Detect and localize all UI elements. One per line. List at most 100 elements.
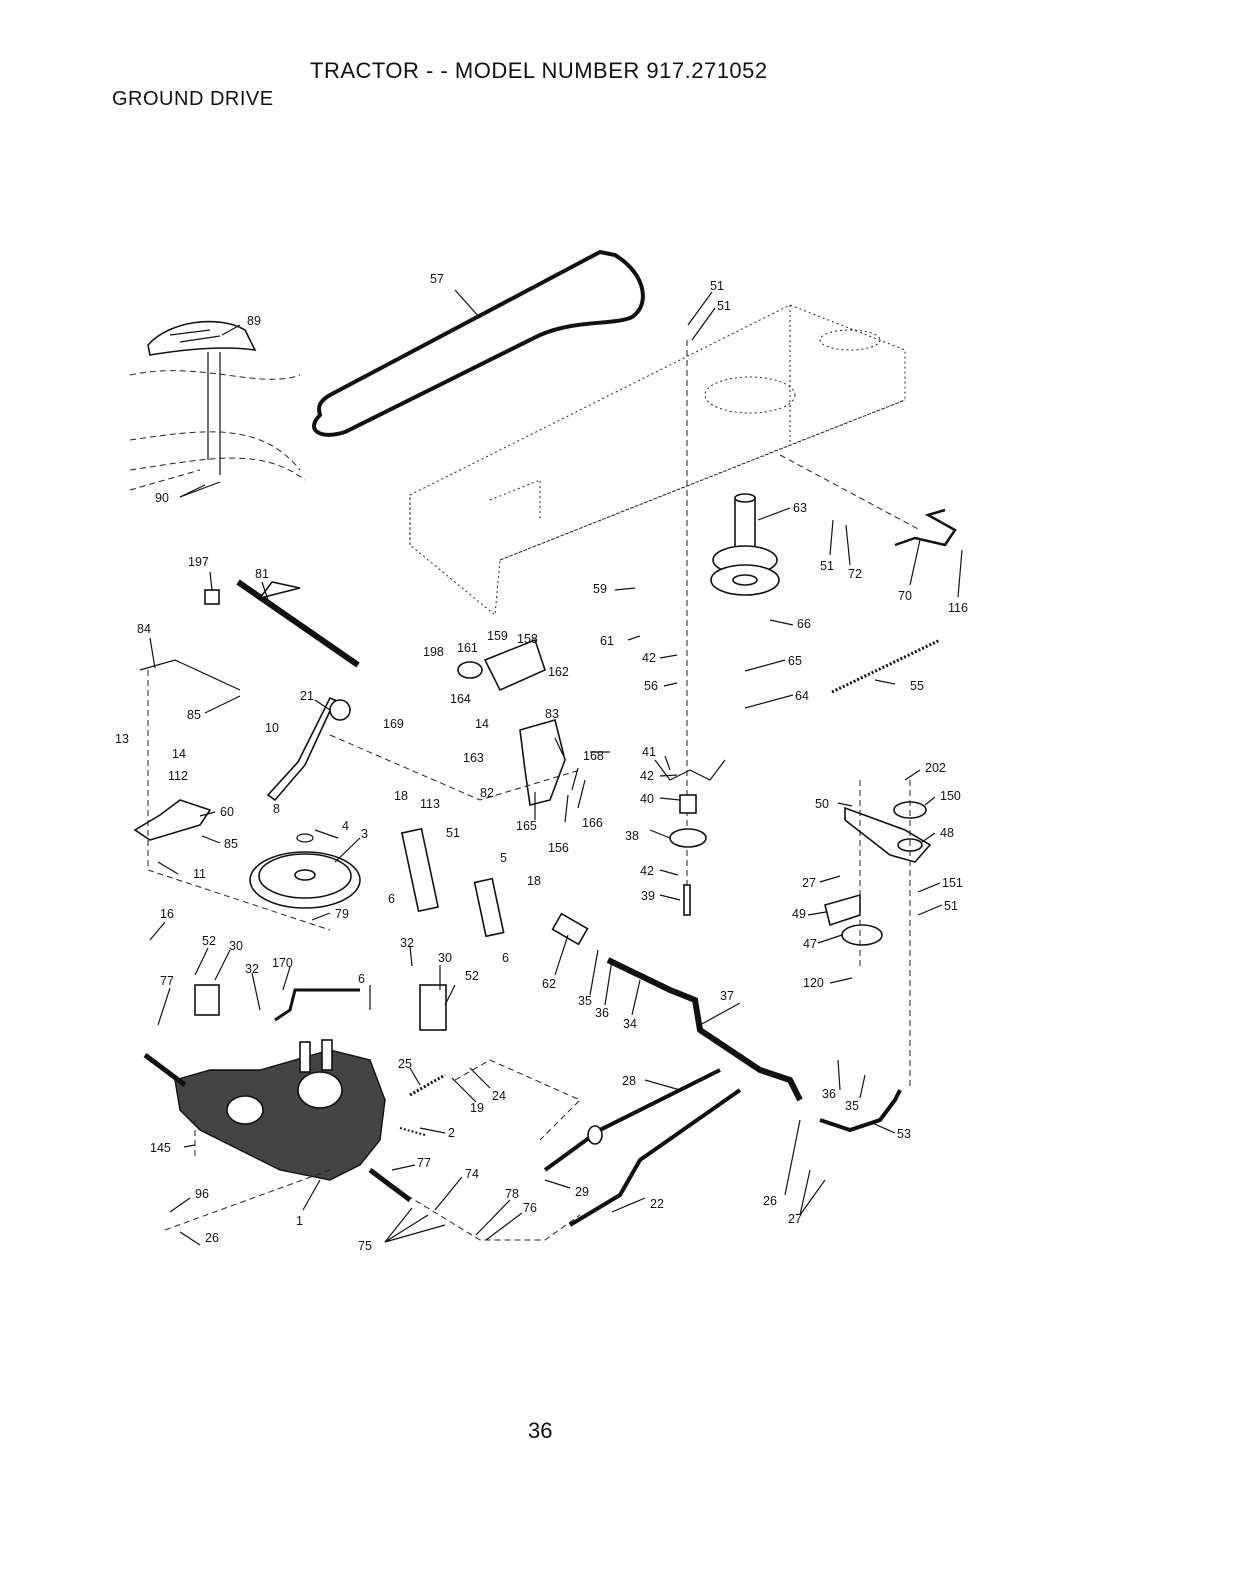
callout-22: 22 (650, 1197, 664, 1211)
callout-197: 197 (188, 555, 209, 569)
callout-113: 113 (420, 797, 440, 811)
callout-1: 1 (296, 1214, 303, 1228)
callout-50: 50 (815, 797, 829, 811)
page-number: 36 (528, 1418, 553, 1443)
callout-53: 53 (897, 1127, 911, 1141)
callout-70: 70 (898, 589, 912, 603)
fender-outline (129, 320, 306, 491)
callout-39: 39 (641, 889, 655, 903)
callout-159: 159 (487, 629, 508, 643)
callout-164: 164 (450, 692, 471, 706)
callout-47: 47 (803, 937, 817, 951)
callout-168: 168 (583, 749, 604, 763)
callout-96: 96 (195, 1187, 209, 1201)
callout-62: 62 (542, 977, 556, 991)
callout-52: 52 (202, 934, 216, 948)
callout-6: 6 (358, 972, 365, 986)
callout-38: 38 (625, 829, 639, 843)
callout-79: 79 (335, 907, 349, 921)
callout-48: 48 (940, 826, 954, 840)
section-title: GROUND DRIVE (112, 88, 274, 110)
callout-35: 35 (845, 1099, 859, 1113)
callout-65: 65 (788, 654, 802, 668)
callout-64: 64 (795, 689, 809, 703)
tractor-frame (409, 304, 906, 616)
pulley-column-parts (654, 759, 726, 916)
callout-6: 6 (388, 892, 395, 906)
callout-42: 42 (640, 769, 654, 783)
callout-85: 85 (224, 837, 238, 851)
callout-51: 51 (710, 279, 724, 293)
callout-165: 165 (516, 819, 537, 833)
callout-30: 30 (229, 939, 243, 953)
callout-145: 145 (150, 1141, 171, 1155)
callout-35: 35 (578, 994, 592, 1008)
leader-lines (149, 289, 963, 1246)
callout-151: 151 (942, 876, 963, 890)
callout-158: 158 (517, 632, 538, 646)
callout-56: 56 (644, 679, 658, 693)
callout-27: 27 (788, 1212, 802, 1226)
callout-60: 60 (220, 805, 234, 819)
callout-150: 150 (940, 789, 961, 803)
callout-51: 51 (820, 559, 834, 573)
callout-162: 162 (548, 665, 569, 679)
callout-116: 116 (948, 601, 968, 615)
callout-13: 13 (115, 732, 129, 746)
callout-36: 36 (595, 1006, 609, 1020)
callout-63: 63 (793, 501, 807, 515)
callout-170: 170 (272, 956, 293, 970)
callout-84: 84 (137, 622, 151, 636)
callout-5: 5 (500, 851, 507, 865)
drive-belt (312, 249, 645, 437)
callout-120: 120 (803, 976, 824, 990)
idler-bracket (824, 780, 932, 1090)
callout-59: 59 (593, 582, 607, 596)
callout-11: 11 (193, 867, 206, 881)
page-title: TRACTOR - - MODEL NUMBER 917.271052 (310, 58, 768, 83)
callout-27: 27 (802, 876, 816, 890)
transaxle-pulley (249, 833, 361, 909)
lever-bracket-assembly (329, 638, 581, 938)
callout-3: 3 (361, 827, 368, 841)
transaxle (143, 1039, 412, 1231)
callout-6: 6 (502, 951, 509, 965)
callout-75: 75 (358, 1239, 372, 1253)
callout-77: 77 (160, 974, 174, 988)
callout-18: 18 (527, 874, 541, 888)
callout-169: 169 (383, 717, 404, 731)
callout-66: 66 (797, 617, 811, 631)
callout-36: 36 (822, 1087, 836, 1101)
callout-112: 112 (168, 769, 188, 783)
callout-77: 77 (417, 1156, 431, 1170)
callout-21: 21 (300, 689, 314, 703)
callout-51: 51 (944, 899, 958, 913)
callout-61: 61 (600, 634, 614, 648)
callout-42: 42 (640, 864, 654, 878)
callout-52: 52 (465, 969, 479, 983)
callout-78: 78 (505, 1187, 519, 1201)
callout-30: 30 (438, 951, 452, 965)
callout-32: 32 (245, 962, 259, 976)
callout-163: 163 (463, 751, 484, 765)
callout-24: 24 (492, 1089, 506, 1103)
callout-26: 26 (205, 1231, 219, 1245)
callout-90: 90 (155, 491, 169, 505)
callout-28: 28 (622, 1074, 636, 1088)
callout-40: 40 (640, 792, 654, 806)
callout-labels: 57 51 51 89 90 63 51 72 70 116 197 81 59… (115, 272, 968, 1253)
callout-14: 14 (475, 717, 489, 731)
callout-74: 74 (465, 1167, 479, 1181)
callout-8: 8 (273, 802, 280, 816)
callout-2: 2 (448, 1126, 455, 1140)
callout-83: 83 (545, 707, 559, 721)
callout-41: 41 (642, 745, 656, 759)
callout-89: 89 (247, 314, 261, 328)
callout-156: 156 (548, 841, 569, 855)
callout-161: 161 (457, 641, 478, 655)
callout-82: 82 (480, 786, 494, 800)
callout-34: 34 (623, 1017, 637, 1031)
callout-49: 49 (792, 907, 806, 921)
callout-81: 81 (255, 567, 269, 581)
